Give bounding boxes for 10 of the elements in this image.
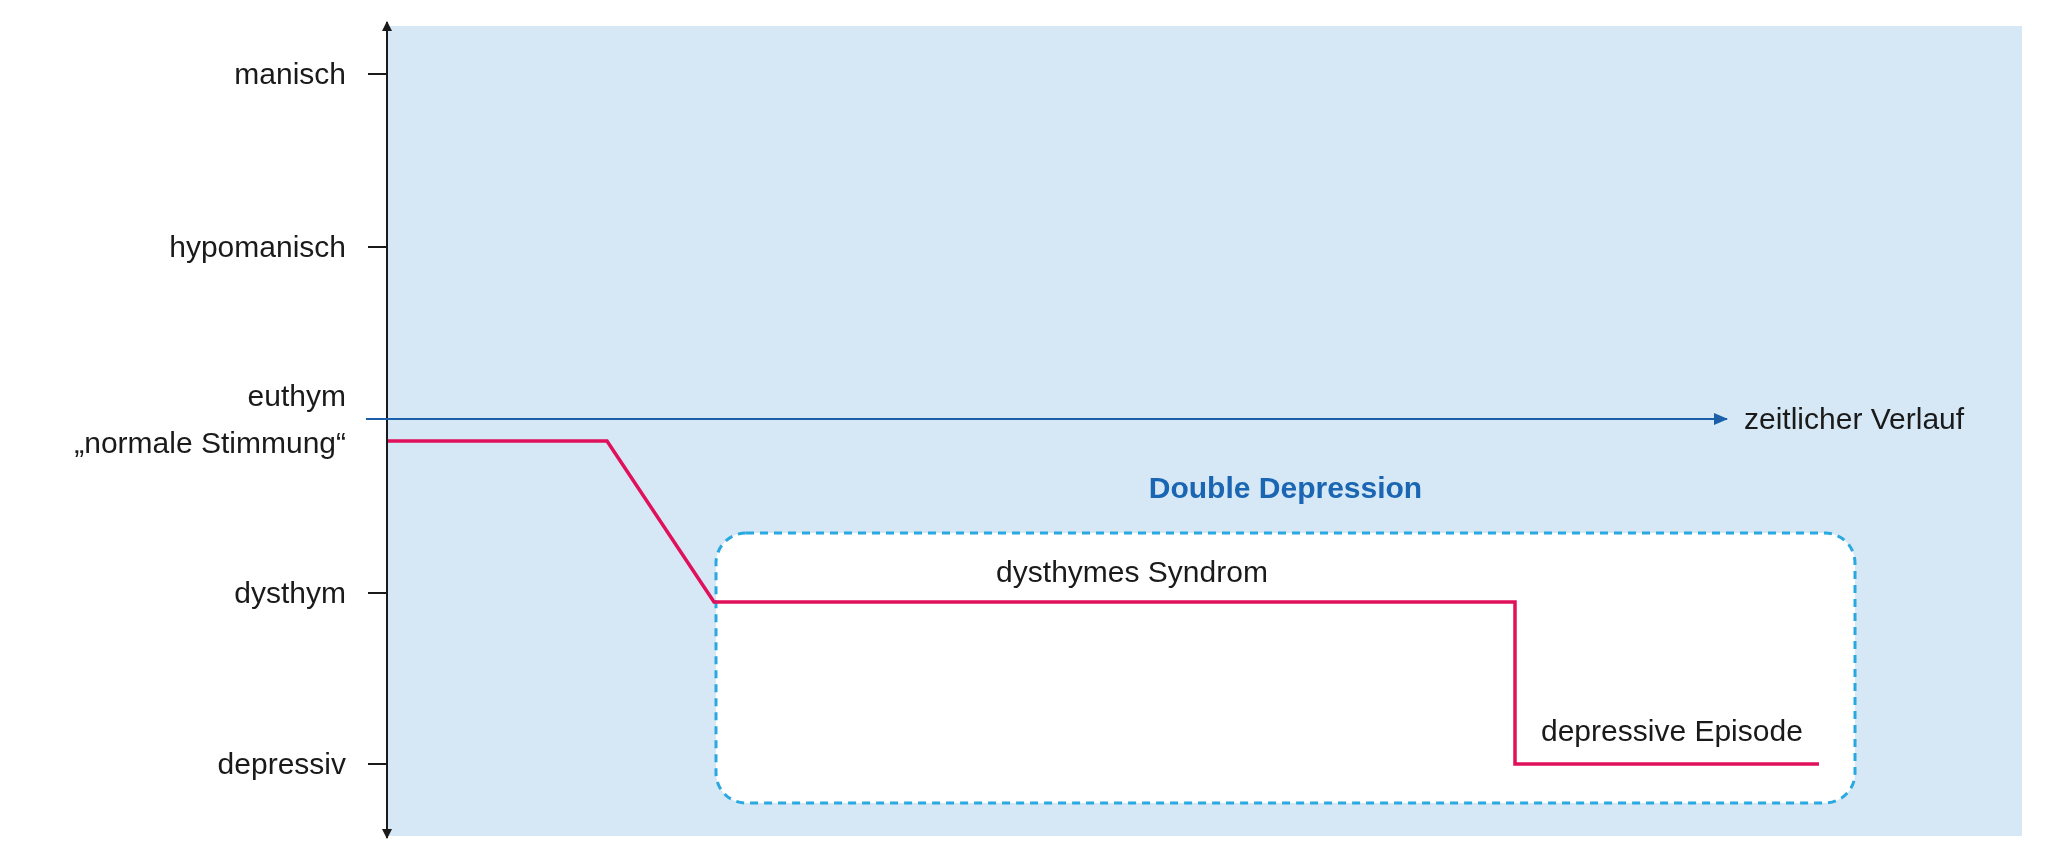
group-title: Double Depression <box>1147 470 1424 506</box>
axis-label: euthym <box>247 378 346 414</box>
curve-label: dysthymes Syndrom <box>996 554 1268 590</box>
curve-label: depressive Episode <box>1541 713 1803 749</box>
axis-label: „normale Stimmung“ <box>74 425 346 461</box>
axis-label: manisch <box>234 56 346 92</box>
axis-title: zeitlicher Verlauf <box>1744 401 1965 437</box>
axis-label: hypomanisch <box>169 229 346 265</box>
axis-label: depressiv <box>217 746 346 782</box>
axis-label: dysthym <box>234 575 346 611</box>
